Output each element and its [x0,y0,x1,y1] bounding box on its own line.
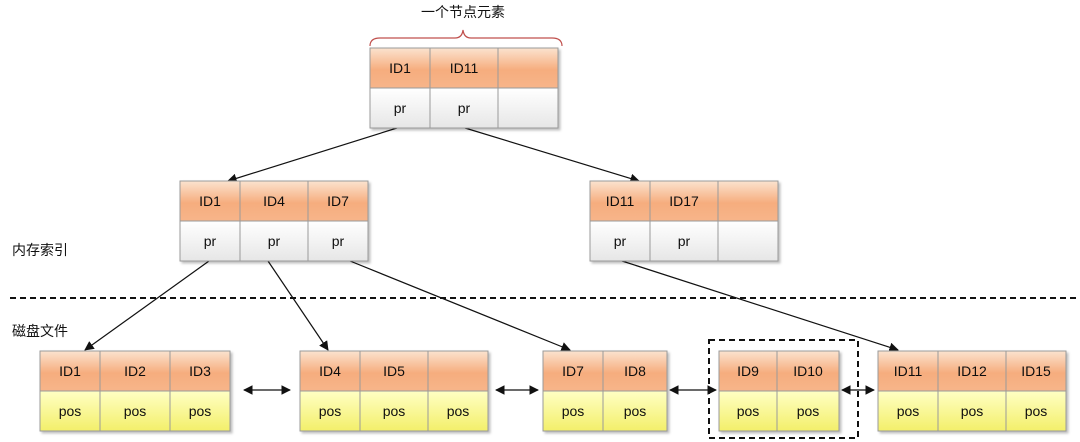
pos-label: pos [562,403,585,419]
pos-cell [937,390,1007,432]
pos-label: pos [319,403,342,419]
key-cell [299,350,361,392]
pointer-cell [429,87,499,129]
pos-cell [718,390,778,432]
key-cell [589,180,651,222]
pos-label: pos [624,403,647,419]
key-label: ID5 [383,363,405,379]
pointer-cell [179,220,241,262]
pos-cell [427,390,489,432]
node-leaf-5: ID11 pos ID12 pos ID15 pos [877,350,1067,432]
pointer-cell [649,220,719,262]
key-cell [602,350,668,392]
key-label: ID10 [793,363,823,379]
pos-cell [359,390,429,432]
disk-file-label: 磁盘文件 [12,323,68,339]
pos-cell [1005,390,1067,432]
pos-label: pos [1025,403,1048,419]
pos-label: pos [961,403,984,419]
pos-cell [39,390,101,432]
edge-root-to-mid-a [227,127,398,183]
key-label: ID1 [199,193,221,209]
key-cell [39,350,101,392]
pointer-label: pr [268,233,281,249]
pos-cell [542,390,604,432]
key-cell [497,47,559,89]
node-leaf-4: ID9 pos ID10 pos [718,350,840,432]
key-cell [937,350,1007,392]
pointer-cell [369,87,431,129]
key-label: ID11 [894,363,923,379]
node-mid-b: ID11 pr ID17 pr [589,180,779,262]
pointer-label: pr [458,100,471,116]
highlight-box [708,339,859,439]
pos-label: pos [59,403,82,419]
pos-label: pos [737,403,760,419]
key-label: ID1 [59,363,81,379]
key-cell [369,47,431,89]
pointer-label: pr [204,233,217,249]
pos-label: pos [189,403,212,419]
key-label: ID4 [263,193,285,209]
pos-cell [602,390,668,432]
key-cell [776,350,840,392]
pointer-label: pr [678,233,691,249]
node-root: ID1 pr ID11 pr [369,47,559,129]
pos-cell [169,390,231,432]
node-element-brace [369,29,563,47]
key-label: ID2 [124,363,146,379]
key-label: ID17 [669,193,699,209]
key-label: ID11 [606,193,635,209]
key-cell [717,180,779,222]
pointer-label: pr [394,100,407,116]
node-leaf-1: ID1 pos ID2 pos ID3 pos [39,350,231,432]
key-label: ID8 [624,363,646,379]
pos-label: pos [447,403,470,419]
edge-mid-a-to-leaf-2 [267,260,329,351]
edge-mid-a-to-leaf-3 [349,260,571,352]
key-cell [359,350,429,392]
node-element-title: 一个节点元素 [421,4,505,20]
pointer-cell [589,220,651,262]
key-label: ID11 [450,60,479,76]
key-label: ID9 [737,363,759,379]
edge-root-to-mid-b [464,127,640,184]
key-cell [649,180,719,222]
key-label: ID12 [957,363,987,379]
pointer-label: pr [332,233,345,249]
node-leaf-2: ID4 pos ID5 pos pos [299,350,489,432]
pos-label: pos [797,403,820,419]
key-label: ID15 [1021,363,1051,379]
edge-mid-b-to-leaf-5 [621,260,899,352]
pointer-cell [717,220,779,262]
key-cell [427,350,489,392]
pos-cell [299,390,361,432]
pos-cell [776,390,840,432]
pos-cell [877,390,939,432]
key-cell [1005,350,1067,392]
pointer-label: pr [614,233,627,249]
key-label: ID4 [319,363,341,379]
pointer-cell [239,220,309,262]
pointer-cell [497,87,559,129]
node-mid-a: ID1 pr ID4 pr ID7 pr [179,180,369,262]
key-label: ID7 [562,363,584,379]
edge-mid-a-to-leaf-1 [84,260,210,351]
pointer-cell [307,220,369,262]
key-cell [99,350,171,392]
key-cell [169,350,231,392]
key-label: ID1 [389,60,411,76]
pos-label: pos [124,403,147,419]
key-label: ID7 [327,193,349,209]
tree-edges [84,127,899,352]
pos-label: pos [897,403,920,419]
key-cell [239,180,309,222]
memory-index-label: 内存索引 [12,242,68,258]
key-label: ID3 [189,363,211,379]
nodes-layer: ID1prID11prID1prID4prID7prID11prID17prID… [39,47,1067,432]
node-leaf-3: ID7 pos ID8 pos [542,350,668,432]
pos-label: pos [383,403,406,419]
